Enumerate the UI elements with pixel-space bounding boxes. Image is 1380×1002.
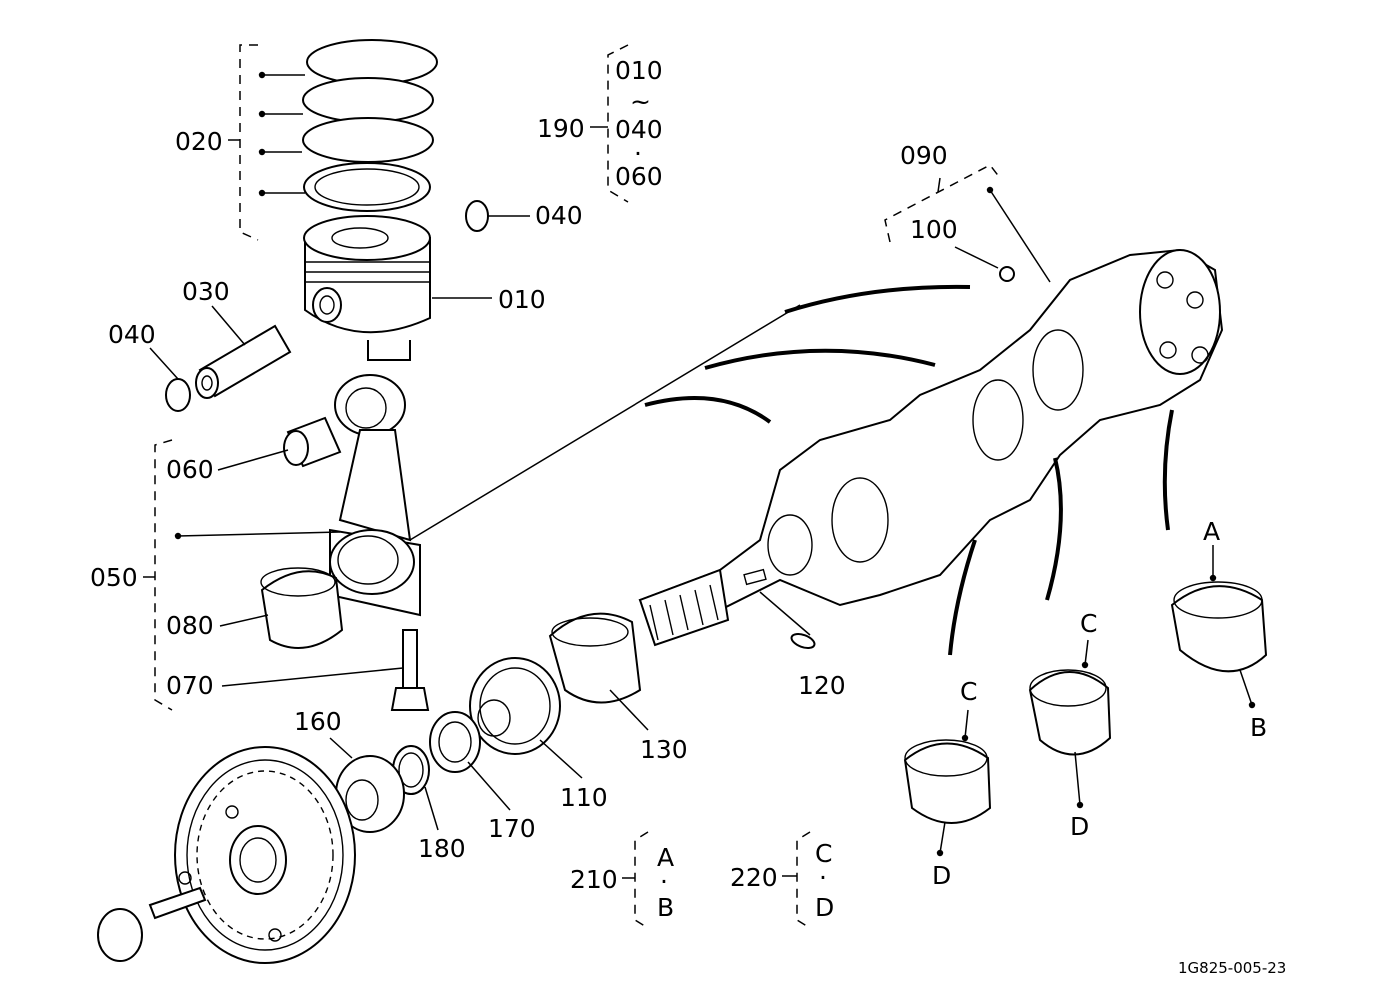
group190-item-5: 060: [615, 162, 663, 191]
group190-item-2: ~: [630, 87, 651, 116]
bearing-ab[interactable]: [1170, 581, 1268, 673]
plug[interactable]: [999, 266, 1015, 282]
piston-rings: [302, 39, 438, 212]
label-180: 180: [418, 834, 466, 863]
crankshaft-sleeve[interactable]: [548, 612, 642, 704]
arrow-bearing-2: [1045, 457, 1063, 601]
bearing-cd-lower[interactable]: [903, 739, 992, 824]
group190-item-1: 010: [615, 56, 663, 85]
bracket-020: [239, 44, 259, 241]
piston-pin[interactable]: [195, 324, 292, 399]
pulley-bolt[interactable]: [97, 886, 207, 962]
group220-item-1: C: [815, 839, 832, 868]
label-160: 160: [294, 707, 342, 736]
bearing-ref-c-middle: C: [1080, 609, 1097, 638]
arrow-middle: [704, 348, 936, 370]
group220-item-2: ·: [819, 863, 827, 892]
label-040-lower: 040: [108, 320, 156, 349]
arrow-bearing-1: [948, 539, 977, 656]
crank-pulley[interactable]: [174, 746, 356, 964]
arrow-bearing-3: [1162, 409, 1174, 531]
label-120: 120: [798, 671, 846, 700]
piston-ring-oil[interactable]: [303, 162, 431, 212]
label-050: 050: [90, 563, 138, 592]
label-080: 080: [166, 611, 214, 640]
con-rod-bolt[interactable]: [390, 629, 430, 711]
label-030: 030: [182, 277, 230, 306]
feather-key[interactable]: [790, 631, 817, 650]
bearing-cd-middle[interactable]: [1028, 669, 1112, 756]
group210-item-1: A: [657, 843, 674, 872]
small-end-bushing[interactable]: [283, 416, 342, 468]
bearing-ref-a: A: [1203, 517, 1220, 546]
label-190: 190: [537, 114, 585, 143]
piston-ring-2[interactable]: [302, 77, 434, 123]
bracket-220: [796, 831, 811, 929]
label-040-upper: 040: [535, 201, 583, 230]
label-220: 220: [730, 863, 778, 892]
bearing-ref-c-lower: C: [960, 677, 977, 706]
group190-item-4: ·: [634, 139, 642, 168]
label-070: 070: [166, 671, 214, 700]
bracket-090: [884, 164, 1001, 243]
piston-ring-3[interactable]: [302, 117, 434, 163]
arrow-upper: [784, 284, 971, 314]
label-020: 020: [175, 127, 223, 156]
connecting-rod[interactable]: [329, 374, 421, 617]
label-130: 130: [640, 735, 688, 764]
diagram-id: 1G825-005-23: [1178, 959, 1286, 977]
group210-item-2: ·: [660, 867, 668, 896]
bearing-ref-b: B: [1250, 713, 1267, 742]
bracket-210: [634, 831, 649, 929]
label-100: 100: [910, 215, 958, 244]
label-060: 060: [166, 455, 214, 484]
arrow-lower: [644, 396, 772, 424]
crankshaft-gear[interactable]: [469, 657, 561, 755]
crankpin-bearing[interactable]: [260, 567, 344, 649]
collar[interactable]: [429, 711, 481, 773]
label-170: 170: [488, 814, 536, 843]
label-210: 210: [570, 865, 618, 894]
label-110: 110: [560, 783, 608, 812]
label-010: 010: [498, 285, 546, 314]
label-090: 090: [900, 141, 948, 170]
crankshaft[interactable]: [638, 248, 1224, 647]
group190-item-3: 040: [615, 115, 663, 144]
snap-ring-upper[interactable]: [465, 200, 489, 232]
group210-item-3: B: [657, 893, 674, 922]
snap-ring-lower[interactable]: [165, 378, 191, 412]
bracket-050: [154, 439, 173, 711]
bearing-ref-d-lower: D: [932, 861, 951, 890]
group220-item-3: D: [815, 893, 834, 922]
bearing-ref-d-middle: D: [1070, 812, 1089, 841]
piston[interactable]: [303, 215, 431, 361]
